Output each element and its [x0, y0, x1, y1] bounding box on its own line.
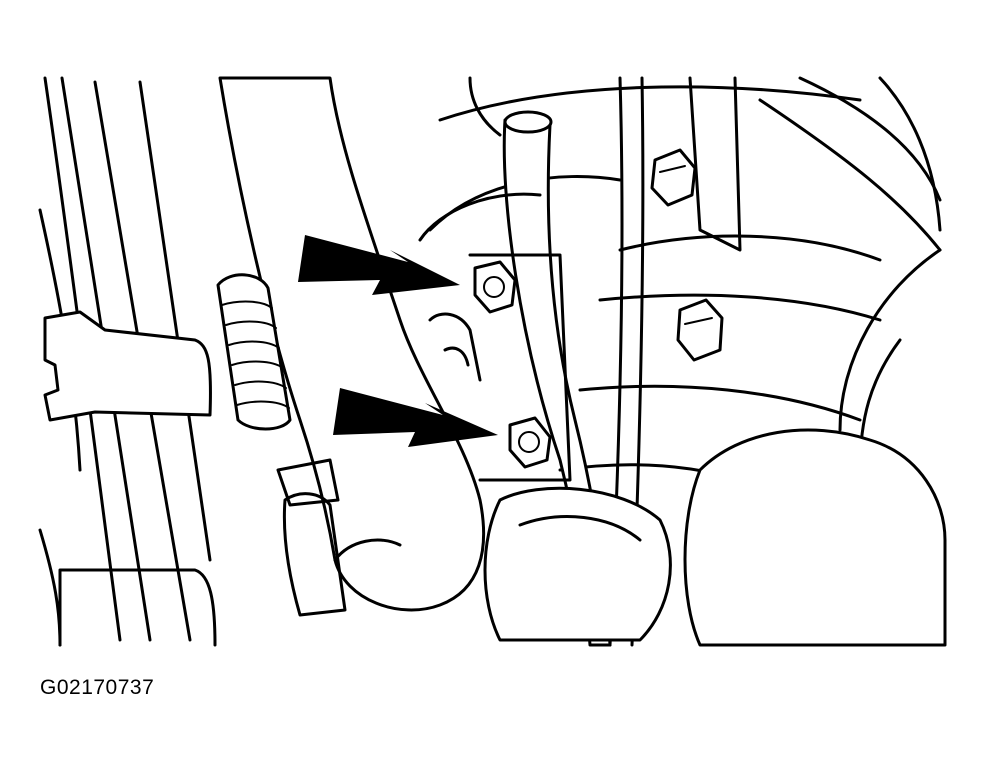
pump-housing: [276, 192, 672, 642]
callout-arrow-upper: [298, 235, 460, 295]
figure-code: G02170737: [40, 676, 155, 699]
callout-arrow-lower: [333, 388, 498, 447]
main-hose: [218, 76, 486, 612]
bracket-bolt-top: [650, 148, 697, 207]
left-bracket: [43, 310, 212, 422]
right-housing: [683, 248, 947, 647]
flange-bolt-upper: [473, 260, 517, 314]
lower-left-box: [58, 568, 217, 647]
flange-bolt-lower: [508, 416, 552, 469]
bracket-bolt-middle: [676, 298, 724, 362]
ribbed-boot: [216, 273, 292, 431]
